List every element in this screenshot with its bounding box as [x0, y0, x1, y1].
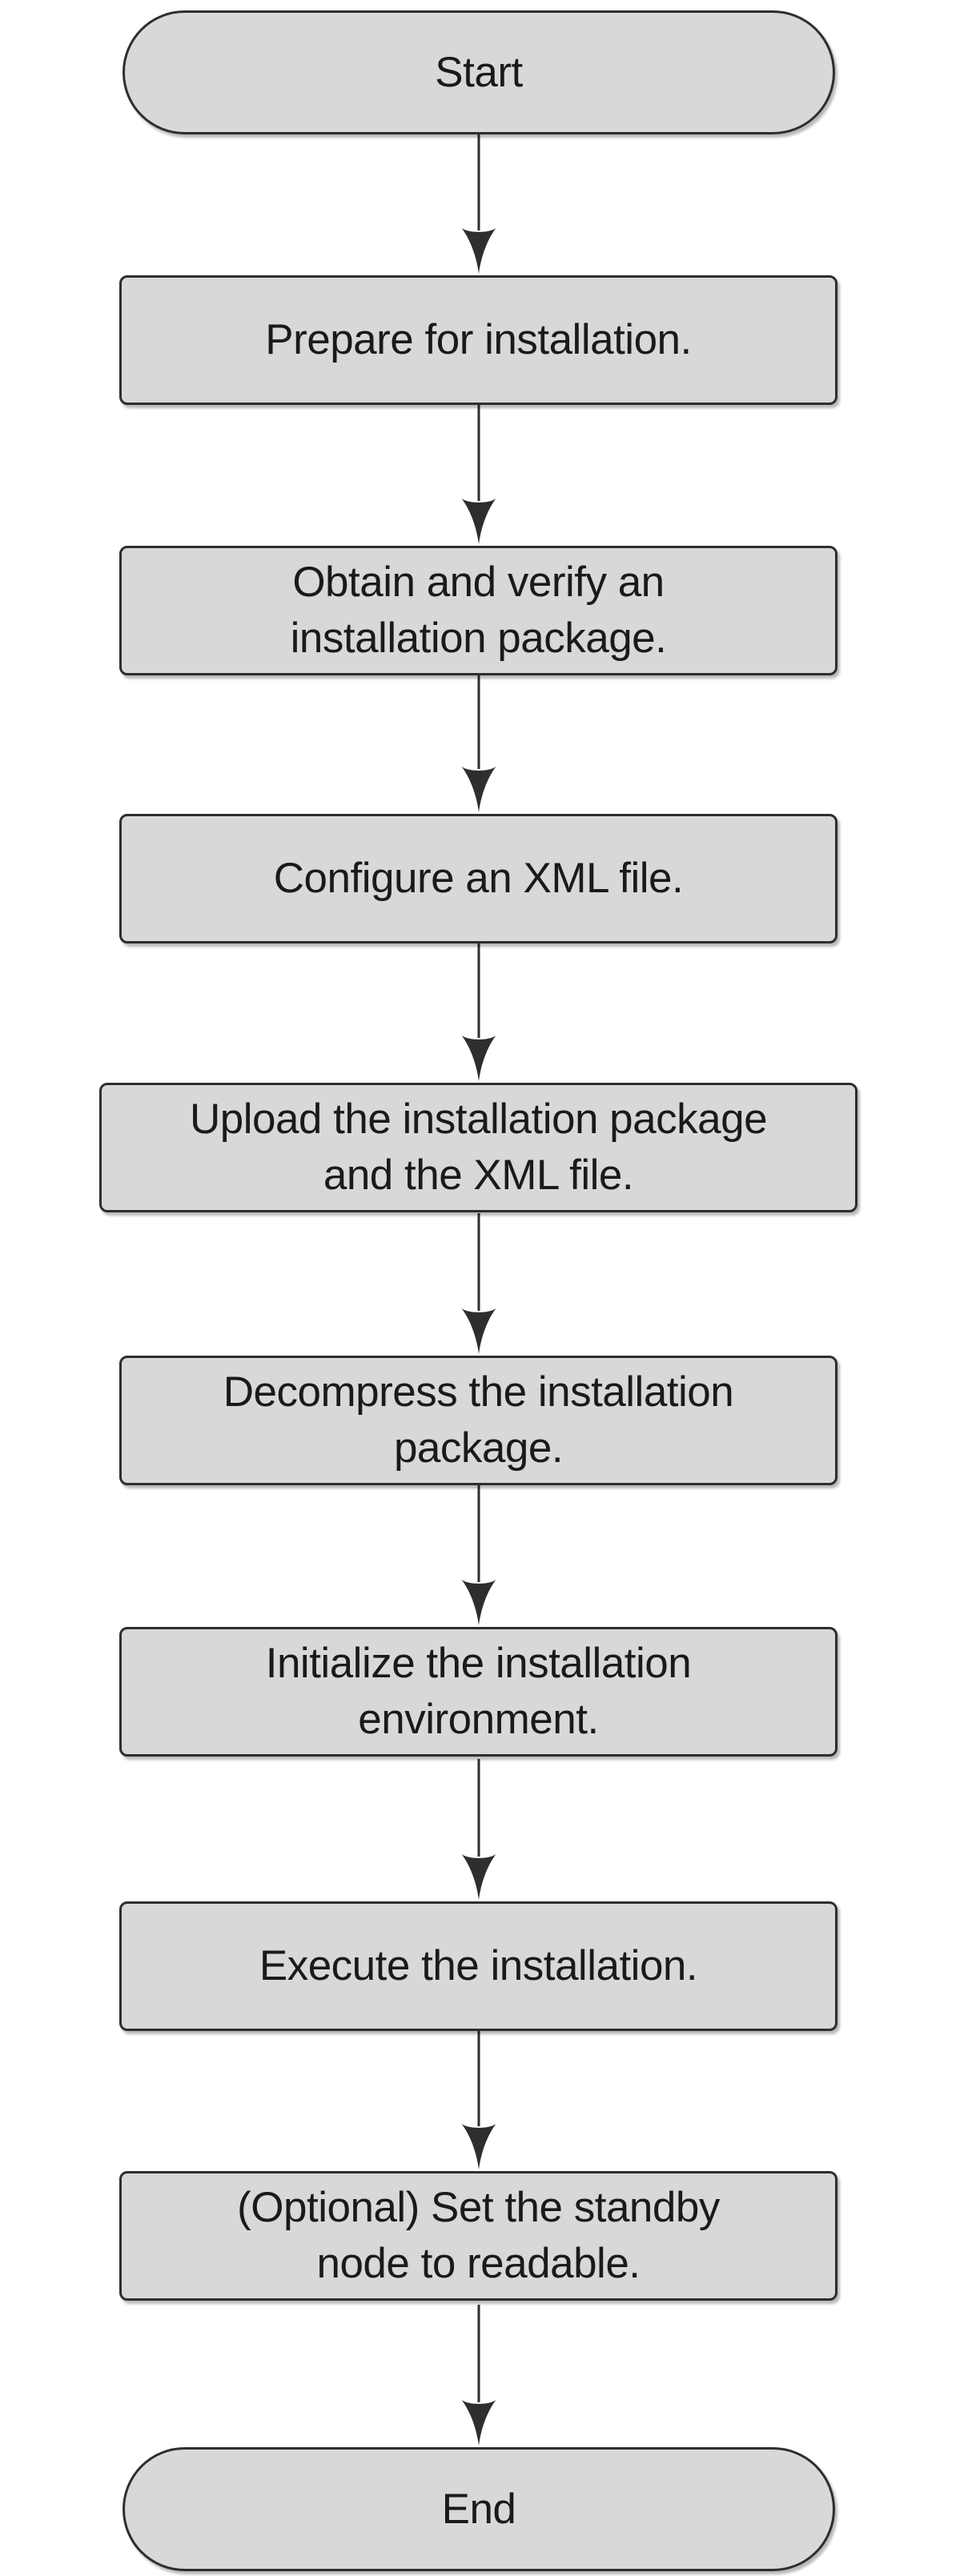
- flow-step-upload-files: Upload the installation package and the …: [99, 1083, 858, 1212]
- flow-step-initialize-environment-label: Initialize the installation environment.: [265, 1640, 692, 1743]
- flow-arrow-down-icon: [461, 2029, 496, 2169]
- flow-arrow-down-icon: [461, 2305, 496, 2446]
- flow-step-set-standby-readable: (Optional) Set the standby node to reada…: [119, 2171, 837, 2301]
- flow-step-execute-installation: Execute the installation.: [119, 1901, 837, 2031]
- flow-step-decompress-package: Decompress the installation package.: [119, 1356, 837, 1485]
- flow-step-upload-files-label: Upload the installation package and the …: [189, 1096, 768, 1199]
- flow-step-prepare-label: Prepare for installation.: [265, 316, 692, 364]
- flow-arrow-down-icon: [461, 1484, 496, 1625]
- flow-arrow-down-icon: [461, 133, 496, 274]
- flow-step-execute-installation-label: Execute the installation.: [259, 1942, 698, 1990]
- flow-node-start: Start: [123, 10, 835, 134]
- flow-node-start-label: Start: [435, 48, 523, 96]
- flow-step-configure-xml-label: Configure an XML file.: [273, 855, 684, 903]
- flow-arrow-down-icon: [461, 403, 496, 544]
- flow-arrow-down-icon: [461, 1759, 496, 1900]
- flow-arrow-down-icon: [461, 671, 496, 812]
- flow-node-end: End: [123, 2447, 835, 2571]
- flow-step-decompress-package-label: Decompress the installation package.: [223, 1368, 734, 1472]
- flow-node-end-label: End: [441, 2485, 516, 2533]
- flow-step-configure-xml: Configure an XML file.: [119, 814, 837, 943]
- flow-step-set-standby-readable-label: (Optional) Set the standby node to reada…: [237, 2184, 720, 2287]
- flow-arrow-down-icon: [461, 940, 496, 1081]
- flow-step-initialize-environment: Initialize the installation environment.: [119, 1627, 837, 1757]
- flow-step-obtain-package-label: Obtain and verify an installation packag…: [290, 559, 667, 662]
- flow-step-obtain-package: Obtain and verify an installation packag…: [119, 546, 837, 675]
- flow-arrow-down-icon: [461, 1213, 496, 1354]
- flow-step-prepare: Prepare for installation.: [119, 275, 837, 405]
